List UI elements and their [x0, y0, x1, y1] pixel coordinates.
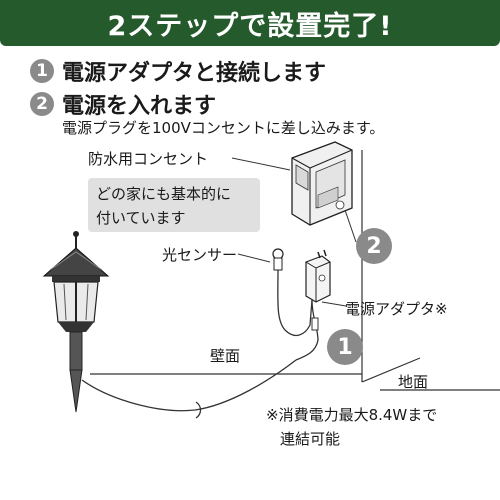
adapter-leader-line [321, 301, 347, 307]
step-2-number: 2 [30, 92, 54, 116]
step-2-badge: 2 [356, 228, 392, 264]
lantern-cord [81, 359, 297, 412]
badge-2-leader [344, 209, 357, 243]
floor-edge-line [361, 357, 421, 383]
note-line-2: 付いています [96, 209, 186, 227]
adapter-output-cable [295, 299, 319, 361]
title-banner: 2ステップで設置完了! [0, 0, 500, 46]
step-1-number: 1 [30, 59, 54, 83]
footnote-line-2: 連結可能 [280, 430, 341, 448]
outlet-note-box: どの家にも基本的に 付いています [88, 178, 260, 232]
outlet-label: 防水用コンセント [88, 150, 209, 168]
sensor-leader-line [237, 253, 271, 263]
step-1-text: 電源アダプタと接続します [62, 61, 327, 86]
sensor-label: 光センサー [162, 246, 238, 264]
step-2-description: 電源プラグを100Vコンセントに差し込みます。 [62, 119, 385, 137]
power-footnote: ※消費電力最大8.4Wまで 連結可能 [266, 403, 437, 451]
note-line-1: どの家にも基本的に [96, 185, 232, 203]
sensor-cable [277, 269, 313, 337]
garden-lantern-icon [42, 231, 110, 413]
waterproof-outlet-icon [291, 141, 353, 226]
power-adapter-icon [305, 249, 331, 303]
outlet-leader-line [231, 157, 291, 171]
footnote-line-1: ※消費電力最大8.4Wまで [266, 406, 438, 424]
step-2-text: 電源を入れます [62, 94, 217, 119]
banner-title: 2ステップで設置完了! [107, 10, 393, 42]
floor-label: 地面 [398, 373, 429, 391]
cable-connector-icon [311, 317, 319, 331]
step-2: 2 電源を入れます [30, 88, 216, 120]
adapter-label: 電源アダプタ※ [345, 300, 448, 318]
step-1-badge: 1 [327, 329, 363, 365]
light-sensor-icon [272, 248, 284, 271]
step-1: 1 電源アダプタと接続します [30, 55, 326, 87]
wall-label: 壁面 [210, 347, 241, 365]
